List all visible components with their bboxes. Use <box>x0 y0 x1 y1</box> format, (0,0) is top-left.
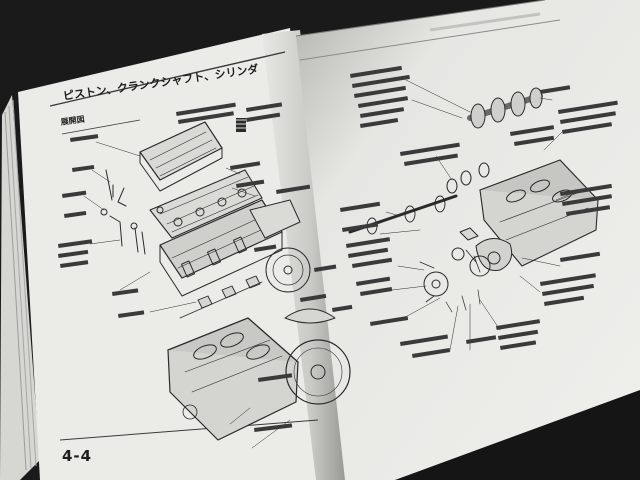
filter-icon <box>235 118 247 132</box>
callout-leader-lines-right <box>379 79 581 351</box>
crankshaft <box>467 87 543 129</box>
oil-seal-cover <box>284 308 336 324</box>
bearing-caps <box>179 275 263 319</box>
oil-pan-cover <box>139 121 223 192</box>
balance-pulley <box>419 247 491 313</box>
cylinder-block <box>167 317 299 441</box>
book-gutter <box>262 30 352 480</box>
page-number: 4-4 <box>62 447 93 465</box>
left-exploded-diagram <box>57 102 353 449</box>
front-cover <box>249 199 301 239</box>
callout-labels <box>57 102 353 432</box>
piston-parts <box>446 162 490 273</box>
right-page-header <box>299 12 561 61</box>
shadow-bottom-right <box>395 390 640 480</box>
small-bolts-left <box>100 169 164 255</box>
cylinder-head <box>159 199 283 297</box>
belt-pulley <box>265 247 311 293</box>
oil-pump <box>475 238 513 271</box>
callout-labels-right <box>340 65 618 358</box>
right-exploded-diagram <box>340 65 618 358</box>
left-page-rules <box>49 51 319 441</box>
flywheel <box>285 339 351 405</box>
intake-manifold <box>149 169 263 239</box>
